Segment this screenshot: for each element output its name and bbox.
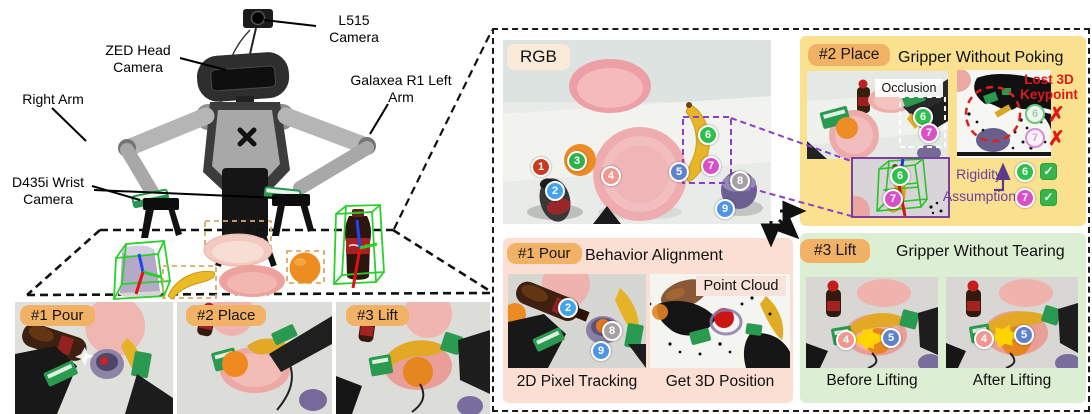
lost-keypoint-6: 6 [1025,104,1045,124]
badge-lift-panel: #3 Lift [800,239,871,263]
place-scene-keypoint-6: 6 [913,107,933,127]
robot-head [196,52,290,102]
verified-keypoint-7: 7 [1015,188,1035,208]
fail-mark-keypoint-6: ✗ [1048,104,1065,126]
label-galaxea-left-arm: Galaxea R1 Left Arm [350,72,452,105]
keypoint-6: 6 [698,125,718,145]
lift-panel-title: Gripper Without Tearing [896,243,1065,260]
pour-tracking-image [508,274,646,368]
label-zed-head-camera: ZED Head Camera [105,42,171,75]
keypoint-3: 3 [567,151,587,171]
lift-after-keypoint-5: 5 [1014,325,1034,345]
pour-panel-title: Behavior Alignment [585,247,723,264]
robot-photo [26,9,491,300]
lost-keypoint-7: 7 [1025,128,1045,148]
keypoint-4: 4 [601,166,621,186]
lift-before-keypoint-4: 4 [836,330,856,350]
badge-place-photo: #2 Place [186,305,267,326]
lost-keypoint-circle [964,85,1022,143]
pass-mark-keypoint-7: ✓ [1040,189,1057,206]
task-photo-lift [336,302,490,414]
lift-after-image [946,277,1078,368]
point-cloud-label: Point Cloud [696,276,786,296]
badge-pour-photo: #1 Pour [20,305,95,326]
lost-3d-keypoint-label: Lost 3D Keypoint [1020,72,1078,103]
inset-keypoint-7: 7 [883,189,903,209]
bottle-3d-box [333,204,385,285]
lift-after-keypoint-4: 4 [974,329,994,349]
caption-before-lifting: Before Lifting [826,372,918,389]
caption-after-lifting: After Lifting [972,372,1052,389]
place-panel-title: Gripper Without Poking [898,49,1064,66]
label-d435i-wrist-camera: D435i Wrist Camera [11,174,85,207]
zoom-panel-frame [492,28,1090,412]
keypoint-7: 7 [701,156,721,176]
label-l515-camera: L515 Camera [329,12,379,45]
pour-keypoint-8: 8 [602,321,622,341]
keypoint-8: 8 [730,171,750,191]
keypoint-2: 2 [545,181,565,201]
pour-keypoint-9: 9 [591,341,611,361]
badge-place-panel: #2 Place [808,44,891,66]
rgb-label: RGB [507,44,570,70]
verified-keypoint-6: 6 [1015,162,1035,182]
pour-keypoint-2: 2 [558,298,578,318]
badge-lift-photo: #3 Lift [346,305,409,326]
occlusion-region-box [899,96,946,148]
pass-mark-keypoint-6: ✓ [1040,163,1057,180]
inset-keypoint-6: 6 [890,166,910,186]
keypoint-1: 1 [531,157,551,177]
caption-2d-pixel-tracking: 2D Pixel Tracking [516,373,638,390]
caption-get-3d-position: Get 3D Position [665,373,775,390]
rigidity-label-line1: Rigidity [956,166,1002,182]
lift-before-keypoint-5: 5 [881,328,901,348]
keypoint-5: 5 [669,162,689,182]
keypoint-9: 9 [715,199,735,219]
cup-3d-box [113,240,172,300]
place-scene-keypoint-7: 7 [919,123,939,143]
rigidity-label-line2: Assumption [942,188,1016,204]
place-pointcloud-image [957,70,1051,158]
lift-before-image [806,277,938,368]
fail-mark-keypoint-7: ✗ [1048,128,1065,150]
label-right-arm: Right Arm [22,91,84,107]
badge-pour-panel: #1 Pour [507,243,582,264]
occlusion-label: Occlusion [875,79,943,97]
